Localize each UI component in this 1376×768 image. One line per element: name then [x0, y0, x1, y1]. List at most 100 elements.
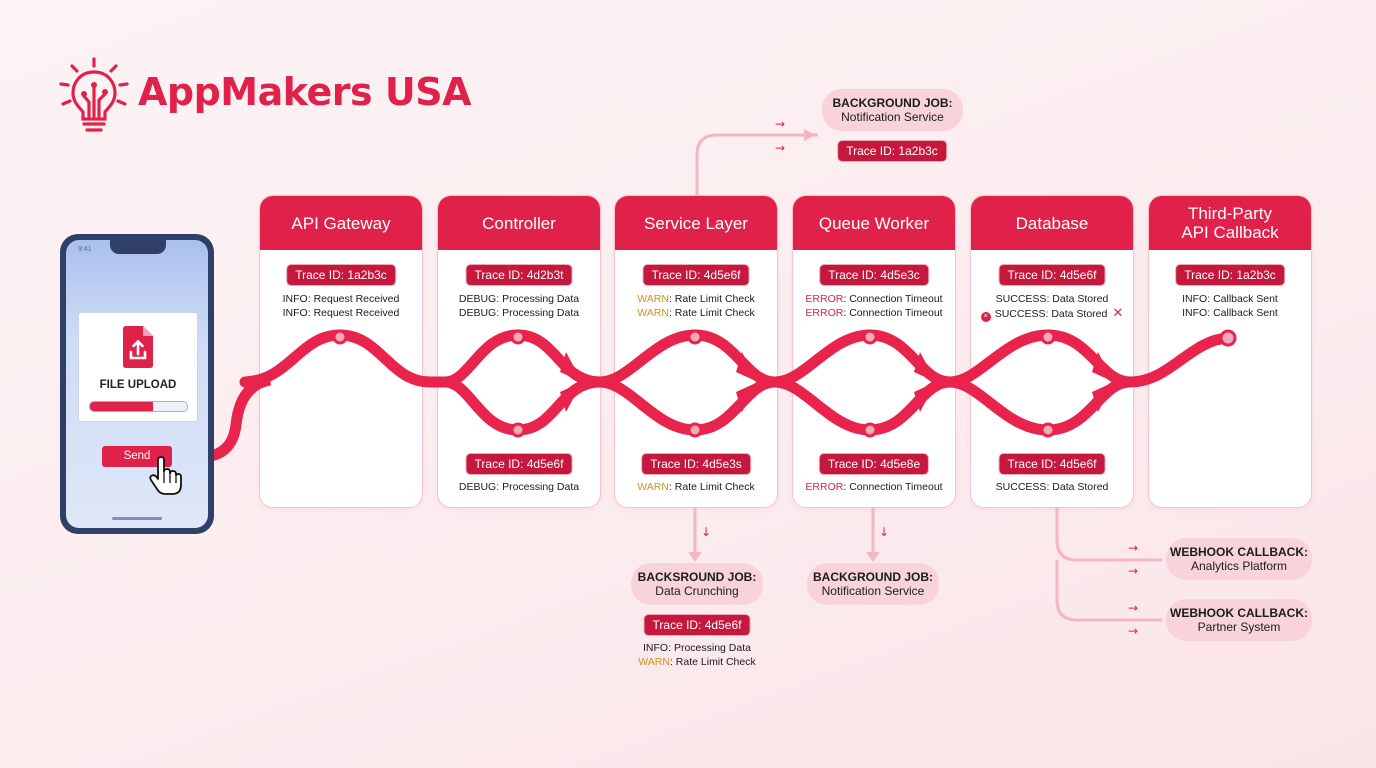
log-level: ERROR — [805, 307, 844, 319]
job-title: BACKSROUND JOB: — [637, 570, 757, 584]
log-entry: INFO: Processing Data — [643, 642, 751, 654]
log-level: DEBUG — [458, 307, 497, 319]
trace-badge: Trace ID: 4d5e6f — [642, 264, 750, 286]
arrow-mark: → — [1128, 601, 1138, 615]
trace-badge: Trace ID: 4d5e6f — [465, 453, 573, 475]
trace-badge: Trace ID: 1a2b3c — [286, 264, 396, 286]
trace-badge: Trace ID: 4d5e8e — [818, 453, 930, 475]
arrow-mark: → — [775, 141, 785, 155]
log-message: Rate Limit Check — [674, 481, 755, 493]
arrowhead — [804, 129, 816, 141]
phone-mockup: 9:41 FILE UPLOAD Send — [60, 234, 214, 534]
arrow-mark: → — [1128, 564, 1138, 578]
trace-badge: Trace ID: 4d5e6f — [998, 264, 1106, 286]
log-message: Rate Limit Check — [674, 293, 755, 305]
arrow-mark: ↓ — [701, 525, 711, 539]
log-level: WARN — [638, 656, 670, 668]
log-entry: SUCCESS: Data Stored — [995, 481, 1109, 493]
stage-title: API Gateway — [260, 196, 422, 250]
log-list: SUCCESS: Data Stored×SUCCESS: Data Store… — [971, 292, 1133, 322]
log-entry: DEBUG: Processing Data — [458, 307, 580, 319]
trace-badge: Trace ID: 1a2b3c — [837, 140, 947, 162]
log-level: ERROR — [805, 293, 844, 305]
log-level: INFO — [282, 307, 308, 319]
error-x-icon: ✕ — [1112, 305, 1124, 320]
trace-badge: Trace ID: 4d5e6f — [998, 453, 1106, 475]
stage-title: Third-Party API Callback — [1149, 196, 1311, 250]
job-subtitle: Notification Service — [821, 584, 925, 598]
connector-to-webhooks — [1055, 507, 1162, 562]
log-message: Processing Data — [502, 307, 580, 319]
arrowhead — [688, 552, 702, 562]
trace-badge: Trace ID: 4d5e3c — [819, 264, 929, 286]
log-message: Data Stored — [1051, 308, 1108, 320]
job-title: WEBHOOK CALLBACK: — [1170, 606, 1308, 620]
log-list: SUCCESS: Data Stored — [971, 480, 1133, 494]
stage-title: Service Layer — [615, 196, 777, 250]
connector-to-partner — [1055, 560, 1162, 622]
arrowhead — [866, 552, 880, 562]
log-level: INFO — [1182, 307, 1208, 319]
background-job-data-crunching: BACKSROUND JOB: Data Crunching — [631, 563, 763, 605]
stage-title: Queue Worker — [793, 196, 955, 250]
log-level: WARN — [637, 307, 669, 319]
log-entry: INFO: Callback Sent — [1182, 293, 1278, 305]
phone-screen: 9:41 FILE UPLOAD Send — [66, 240, 208, 528]
stage-title: Controller — [438, 196, 600, 250]
log-entry: WARN: Rate Limit Check — [638, 656, 756, 668]
upload-progress-bar — [89, 401, 188, 412]
log-entry: ERROR: Connection Timeout — [805, 293, 943, 305]
log-entry: ×SUCCESS: Data Stored✕ — [971, 306, 1133, 322]
file-upload-card[interactable]: FILE UPLOAD — [78, 312, 198, 422]
log-level: ERROR — [805, 481, 844, 493]
job-title: BACKGROUND JOB: — [832, 96, 953, 110]
log-level: SUCCESS — [994, 308, 1046, 320]
log-entry: WARN: Rate Limit Check — [637, 481, 755, 493]
log-message: Rate Limit Check — [675, 656, 756, 668]
log-message: Callback Sent — [1213, 307, 1278, 319]
log-message: Request Received — [313, 293, 400, 305]
job-subtitle: Data Crunching — [655, 584, 739, 598]
log-level: INFO — [282, 293, 308, 305]
error-dot-icon: × — [980, 312, 991, 322]
log-message: Data Stored — [1052, 481, 1109, 493]
log-message: Request Received — [313, 307, 400, 319]
send-button[interactable]: Send — [102, 446, 172, 467]
stage-title: Database — [971, 196, 1133, 250]
log-message: Rate Limit Check — [674, 307, 755, 319]
log-entry: ERROR: Connection Timeout — [805, 307, 943, 319]
log-level: WARN — [637, 481, 669, 493]
trace-badge: Trace ID: 4d2b3t — [465, 264, 573, 286]
log-entry: DEBUG: Processing Data — [458, 293, 580, 305]
job-subtitle: Partner System — [1197, 620, 1281, 634]
log-entry: INFO: Callback Sent — [1182, 307, 1278, 319]
background-job-top-notification: BACKGROUND JOB: Notification Service — [822, 89, 963, 131]
status-time: 9:41 — [78, 246, 92, 253]
log-entry: INFO: Request Received — [282, 293, 400, 305]
log-entry: ERROR: Connection Timeout — [805, 481, 943, 493]
log-list: DEBUG: Processing Data — [438, 480, 600, 494]
upload-progress-fill — [90, 402, 154, 411]
webhook-partner-system: WEBHOOK CALLBACK: Partner System — [1166, 599, 1312, 641]
log-entry: WARN: Rate Limit Check — [637, 307, 755, 319]
log-message: Connection Timeout — [849, 481, 943, 493]
log-entry: SUCCESS: Data Stored — [995, 293, 1109, 305]
log-entry: WARN: Rate Limit Check — [637, 293, 755, 305]
connector-to-top-notification — [695, 133, 818, 195]
background-job-bottom-notification: BACKGROUND JOB: Notification Service — [807, 563, 939, 605]
log-level: SUCCESS — [995, 481, 1047, 493]
log-message: Data Stored — [1052, 293, 1109, 305]
job-subtitle: Notification Service — [841, 110, 944, 124]
log-message: Connection Timeout — [849, 307, 943, 319]
log-level: WARN — [637, 293, 669, 305]
